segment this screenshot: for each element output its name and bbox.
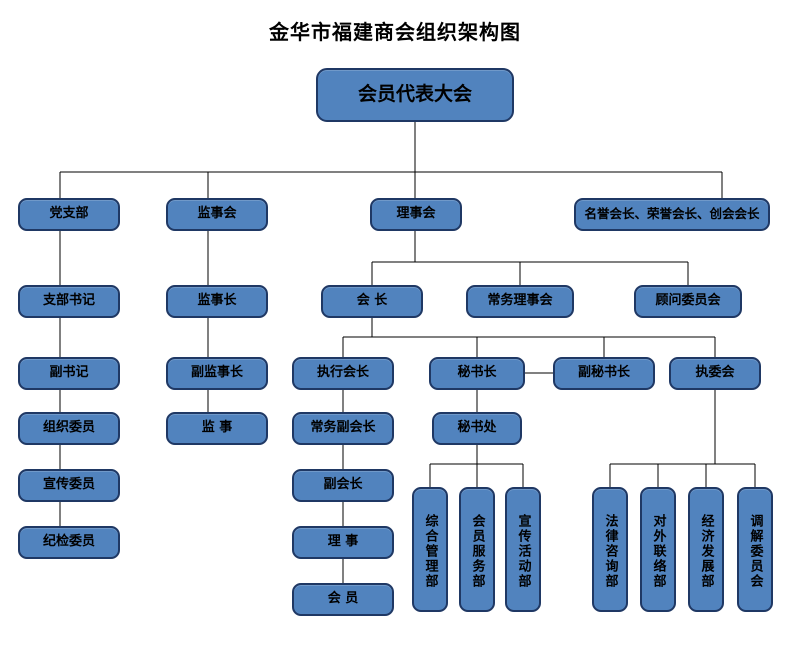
node-external-liaison-dept[interactable]: 对外联络部 (640, 487, 676, 612)
node-organization-member[interactable]: 组织委员 (18, 412, 120, 445)
node-member[interactable]: 会 员 (292, 583, 394, 616)
node-member-service-dept[interactable]: 会员服务部 (459, 487, 495, 612)
node-mediation-committee[interactable]: 调解委员会 (737, 487, 773, 612)
node-executive-president[interactable]: 执行会长 (292, 357, 394, 390)
node-discipline-member[interactable]: 纪检委员 (18, 526, 120, 559)
node-party-branch[interactable]: 党支部 (18, 198, 120, 231)
node-supervisor[interactable]: 监 事 (166, 412, 268, 445)
node-chief-supervisor[interactable]: 监事长 (166, 285, 268, 318)
node-executive-committee[interactable]: 执委会 (669, 357, 761, 390)
node-standing-vice-president[interactable]: 常务副会长 (292, 412, 394, 445)
node-advisory-committee[interactable]: 顾问委员会 (634, 285, 742, 318)
node-director[interactable]: 理 事 (292, 526, 394, 559)
node-party-secretary[interactable]: 支部书记 (18, 285, 120, 318)
node-supervisory-board[interactable]: 监事会 (166, 198, 268, 231)
page-title: 金华市福建商会组织架构图 (269, 20, 521, 44)
node-publicity-member[interactable]: 宣传委员 (18, 469, 120, 502)
node-deputy-party-secretary[interactable]: 副书记 (18, 357, 120, 390)
node-legal-consulting-dept[interactable]: 法律咨询部 (592, 487, 628, 612)
node-general-management-dept[interactable]: 综合管理部 (412, 487, 448, 612)
node-secretary-general[interactable]: 秘书长 (429, 357, 525, 390)
node-secretariat[interactable]: 秘书处 (432, 412, 522, 445)
node-deputy-secretary-general[interactable]: 副秘书长 (553, 357, 655, 390)
node-vice-president[interactable]: 副会长 (292, 469, 394, 502)
node-members-assembly[interactable]: 会员代表大会 (316, 68, 514, 122)
node-standing-council[interactable]: 常务理事会 (466, 285, 574, 318)
node-economic-development-dept[interactable]: 经济发展部 (688, 487, 724, 612)
node-deputy-chief-supervisor[interactable]: 副监事长 (166, 357, 268, 390)
node-publicity-activity-dept[interactable]: 宣传活动部 (505, 487, 541, 612)
node-council[interactable]: 理事会 (370, 198, 462, 231)
node-honorary-presidents[interactable]: 名誉会长、荣誉会长、创会会长 (574, 198, 770, 231)
node-president[interactable]: 会 长 (321, 285, 423, 318)
